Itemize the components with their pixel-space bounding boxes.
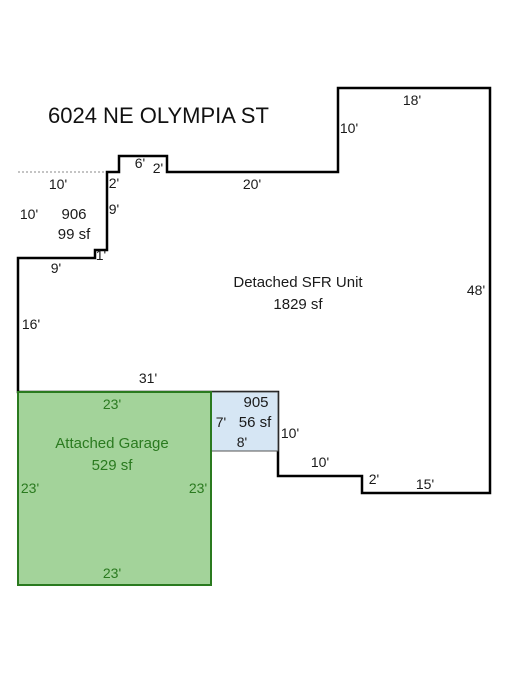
area-905-id: 905 [243, 394, 268, 411]
dim-jog-6: 6' [135, 155, 145, 171]
garage-box [17, 391, 212, 586]
dim-top-middle: 20' [243, 176, 261, 192]
garage-dim-left: 23' [21, 480, 39, 496]
area-906-dim-left: 10' [20, 206, 38, 222]
dim-notch-2: 2' [369, 471, 379, 487]
area-905-area: 56 sf [239, 414, 272, 431]
garage-area: 529 sf [92, 457, 134, 474]
area-906-dim-top: 10' [49, 176, 67, 192]
dim-step-1: 1' [96, 247, 106, 263]
dim-left-16: 16' [22, 316, 40, 332]
dim-jog-2-top: 2' [153, 160, 163, 176]
dim-right-side: 48' [467, 282, 485, 298]
main-unit-area: 1829 sf [273, 296, 323, 313]
dim-bottom-31: 31' [139, 370, 157, 386]
dim-upper-left-step: 10' [340, 120, 358, 136]
dim-top-right: 18' [403, 92, 421, 108]
dim-notch-10-vertical: 10' [281, 425, 299, 441]
page-title: 6024 NE OLYMPIA ST [48, 103, 269, 128]
garage-dim-top: 23' [103, 396, 121, 412]
area-906-area: 99 sf [58, 226, 91, 243]
dim-step-9-horizontal: 9' [51, 260, 61, 276]
area-905-box [210, 391, 279, 452]
dim-step-9-vertical: 9' [109, 201, 119, 217]
area-905-dim-bottom: 8' [237, 434, 247, 450]
dim-bottom-15: 15' [416, 476, 434, 492]
dim-notch-10-horizontal: 10' [311, 454, 329, 470]
main-unit-name: Detached SFR Unit [233, 274, 363, 291]
main-building-outline [16, 86, 492, 495]
area-905-dim-left: 7' [216, 414, 226, 430]
garage-name: Attached Garage [55, 435, 168, 452]
garage-dim-bottom: 23' [103, 565, 121, 581]
garage-dim-right: 23' [189, 480, 207, 496]
dim-jog-2-left: 2' [109, 175, 119, 191]
area-906-id: 906 [61, 206, 86, 223]
